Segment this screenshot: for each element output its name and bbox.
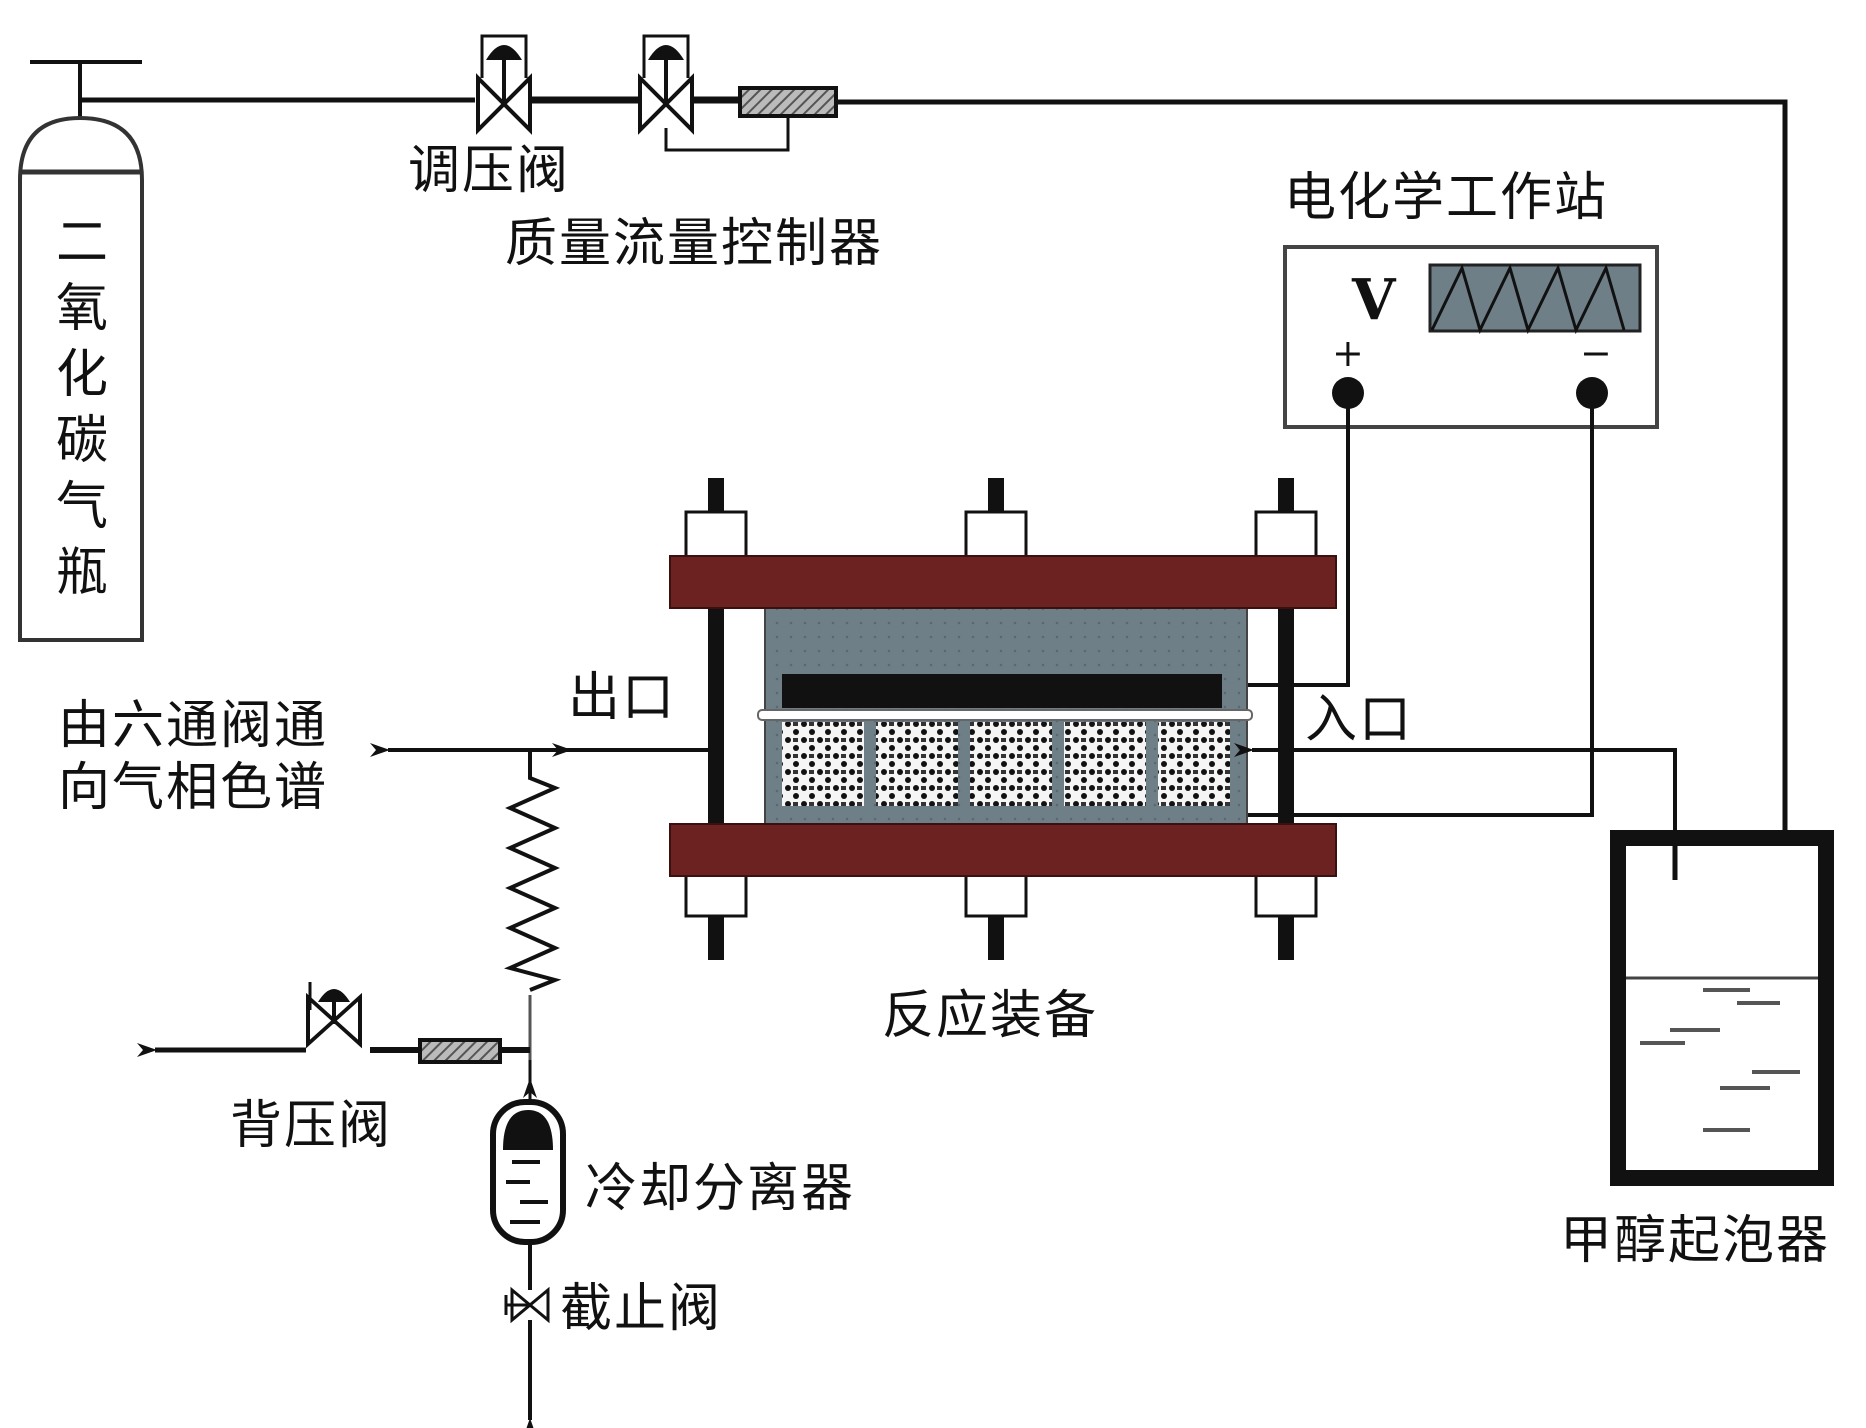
methanol-bubbler-icon: [1610, 830, 1834, 1186]
membrane: [757, 709, 1253, 721]
co2-cylinder-label-char: 瓶: [55, 543, 108, 603]
mass-flow-controller-label: 质量流量控制器: [505, 214, 884, 274]
electrode-plate: [782, 674, 1222, 708]
mass-flow-controller-icon: [738, 86, 838, 118]
back-pressure-valve-icon: [306, 982, 362, 1049]
co2-cylinder-label-char: 二: [55, 213, 108, 273]
cooling-coil-icon: [504, 750, 562, 992]
co2-cylinder-label: 二氧化碳气瓶: [52, 210, 112, 606]
to-gc-label-line1: 由六通阀通: [58, 696, 329, 756]
co2-cylinder-label-char: 氧: [55, 279, 108, 339]
co2-cylinder-label-char: 化: [55, 345, 108, 405]
cooling-separator-label: 冷却分离器: [585, 1159, 856, 1219]
back-pressure-valve-label: 背压阀: [230, 1096, 393, 1156]
filter-icon: [418, 1038, 502, 1064]
electrochemical-workstation-label: 电化学工作站: [1284, 168, 1609, 228]
inlet-label: 入口: [1305, 690, 1414, 750]
shutoff-valve-icon: [504, 1286, 550, 1324]
co2-cylinder: [18, 60, 144, 642]
pressure-regulator-label: 调压阀: [408, 141, 571, 201]
reactor: [669, 478, 1337, 960]
catalyst-blocks: [782, 722, 1230, 806]
mfc-valve-icon: [638, 34, 694, 135]
gas-line-mfc-to-bubbler: [836, 99, 1788, 1130]
triangle-wave-icon: [1430, 263, 1626, 335]
positive-wire: [1240, 393, 1350, 687]
shutoff-valve-label: 截止阀: [560, 1279, 723, 1339]
voltage-symbol: V: [1352, 267, 1396, 333]
positive-label: +: [1332, 331, 1364, 375]
co2-cylinder-label-char: 气: [55, 477, 108, 537]
cooling-separator-icon: [490, 1099, 566, 1245]
negative-wire: [1240, 393, 1594, 817]
negative-label: −: [1580, 331, 1612, 375]
to-gc-label-line2: 向气相色谱: [58, 758, 329, 818]
reactor-label: 反应装备: [882, 986, 1099, 1046]
methanol-bubbler-label: 甲醇起泡器: [1560, 1211, 1831, 1271]
pressure-regulator-valve-icon: [476, 34, 532, 135]
top-clamp-plate: [669, 555, 1337, 609]
bottom-clamp-plate: [669, 823, 1337, 877]
co2-cylinder-label-char: 碳: [55, 411, 108, 471]
outlet-label: 出口: [568, 668, 677, 728]
